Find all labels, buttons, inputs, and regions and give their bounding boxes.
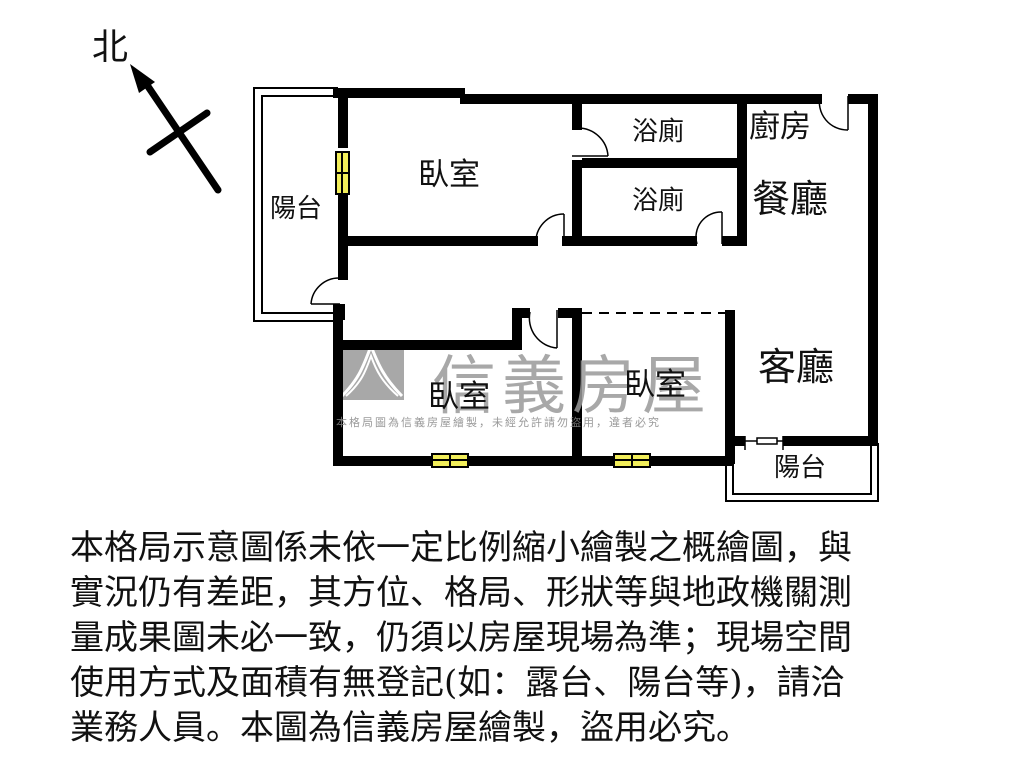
disclaimer-line: 業務人員。本圖為信義房屋繪製，盜用必究。	[70, 708, 750, 748]
balcony-west-outline	[253, 87, 338, 322]
room-label-bedroom-north: 臥室	[418, 157, 480, 193]
floor-plan	[130, 64, 879, 502]
room-label-balcony-south: 陽台	[774, 453, 827, 483]
room-label-dining: 餐廳	[752, 177, 829, 221]
watermark-logo-icon	[338, 341, 404, 400]
disclaimer-line: 本格局示意圖係未依一定比例縮小繪製之概繪圖，與	[70, 528, 852, 568]
room-label-bedroom-s: 臥室	[624, 367, 686, 403]
walls	[333, 88, 878, 466]
sliding-door	[744, 436, 784, 450]
room-label-bath-2: 浴廁	[632, 186, 685, 216]
room-label-balcony-west: 陽台	[270, 194, 323, 224]
watermark-brand: 信義房屋	[432, 350, 712, 424]
watermark-notice: 本格局圖為信義房屋繪製，未經允許請勿盜用，違者必究	[336, 416, 661, 429]
room-label-living: 客廳	[758, 345, 835, 389]
windows	[335, 151, 651, 468]
north-arrowhead-icon	[130, 64, 155, 93]
north-arrow-icon	[141, 78, 222, 194]
north-label: 北	[92, 27, 129, 68]
door-swings	[310, 95, 849, 349]
room-label-kitchen: 廚房	[749, 109, 811, 145]
disclaimer-line: 實況仍有差距，其方位、格局、形狀等與地政機關測	[70, 573, 852, 613]
room-label-bath-1: 浴廁	[632, 117, 685, 147]
disclaimer-line: 量成果圖未必一致，仍須以房屋現場為準；現場空間	[70, 618, 852, 658]
disclaimer-text: 本格局示意圖係未依一定比例縮小繪製之概繪圖，與 實況仍有差距，其方位、格局、形狀…	[70, 526, 970, 751]
disclaimer-line: 使用方式及面積有無登記(如：露台、陽台等)，請洽	[70, 663, 845, 703]
room-label-bedroom-sw: 臥室	[428, 379, 490, 415]
balcony-south-outline	[725, 443, 879, 502]
